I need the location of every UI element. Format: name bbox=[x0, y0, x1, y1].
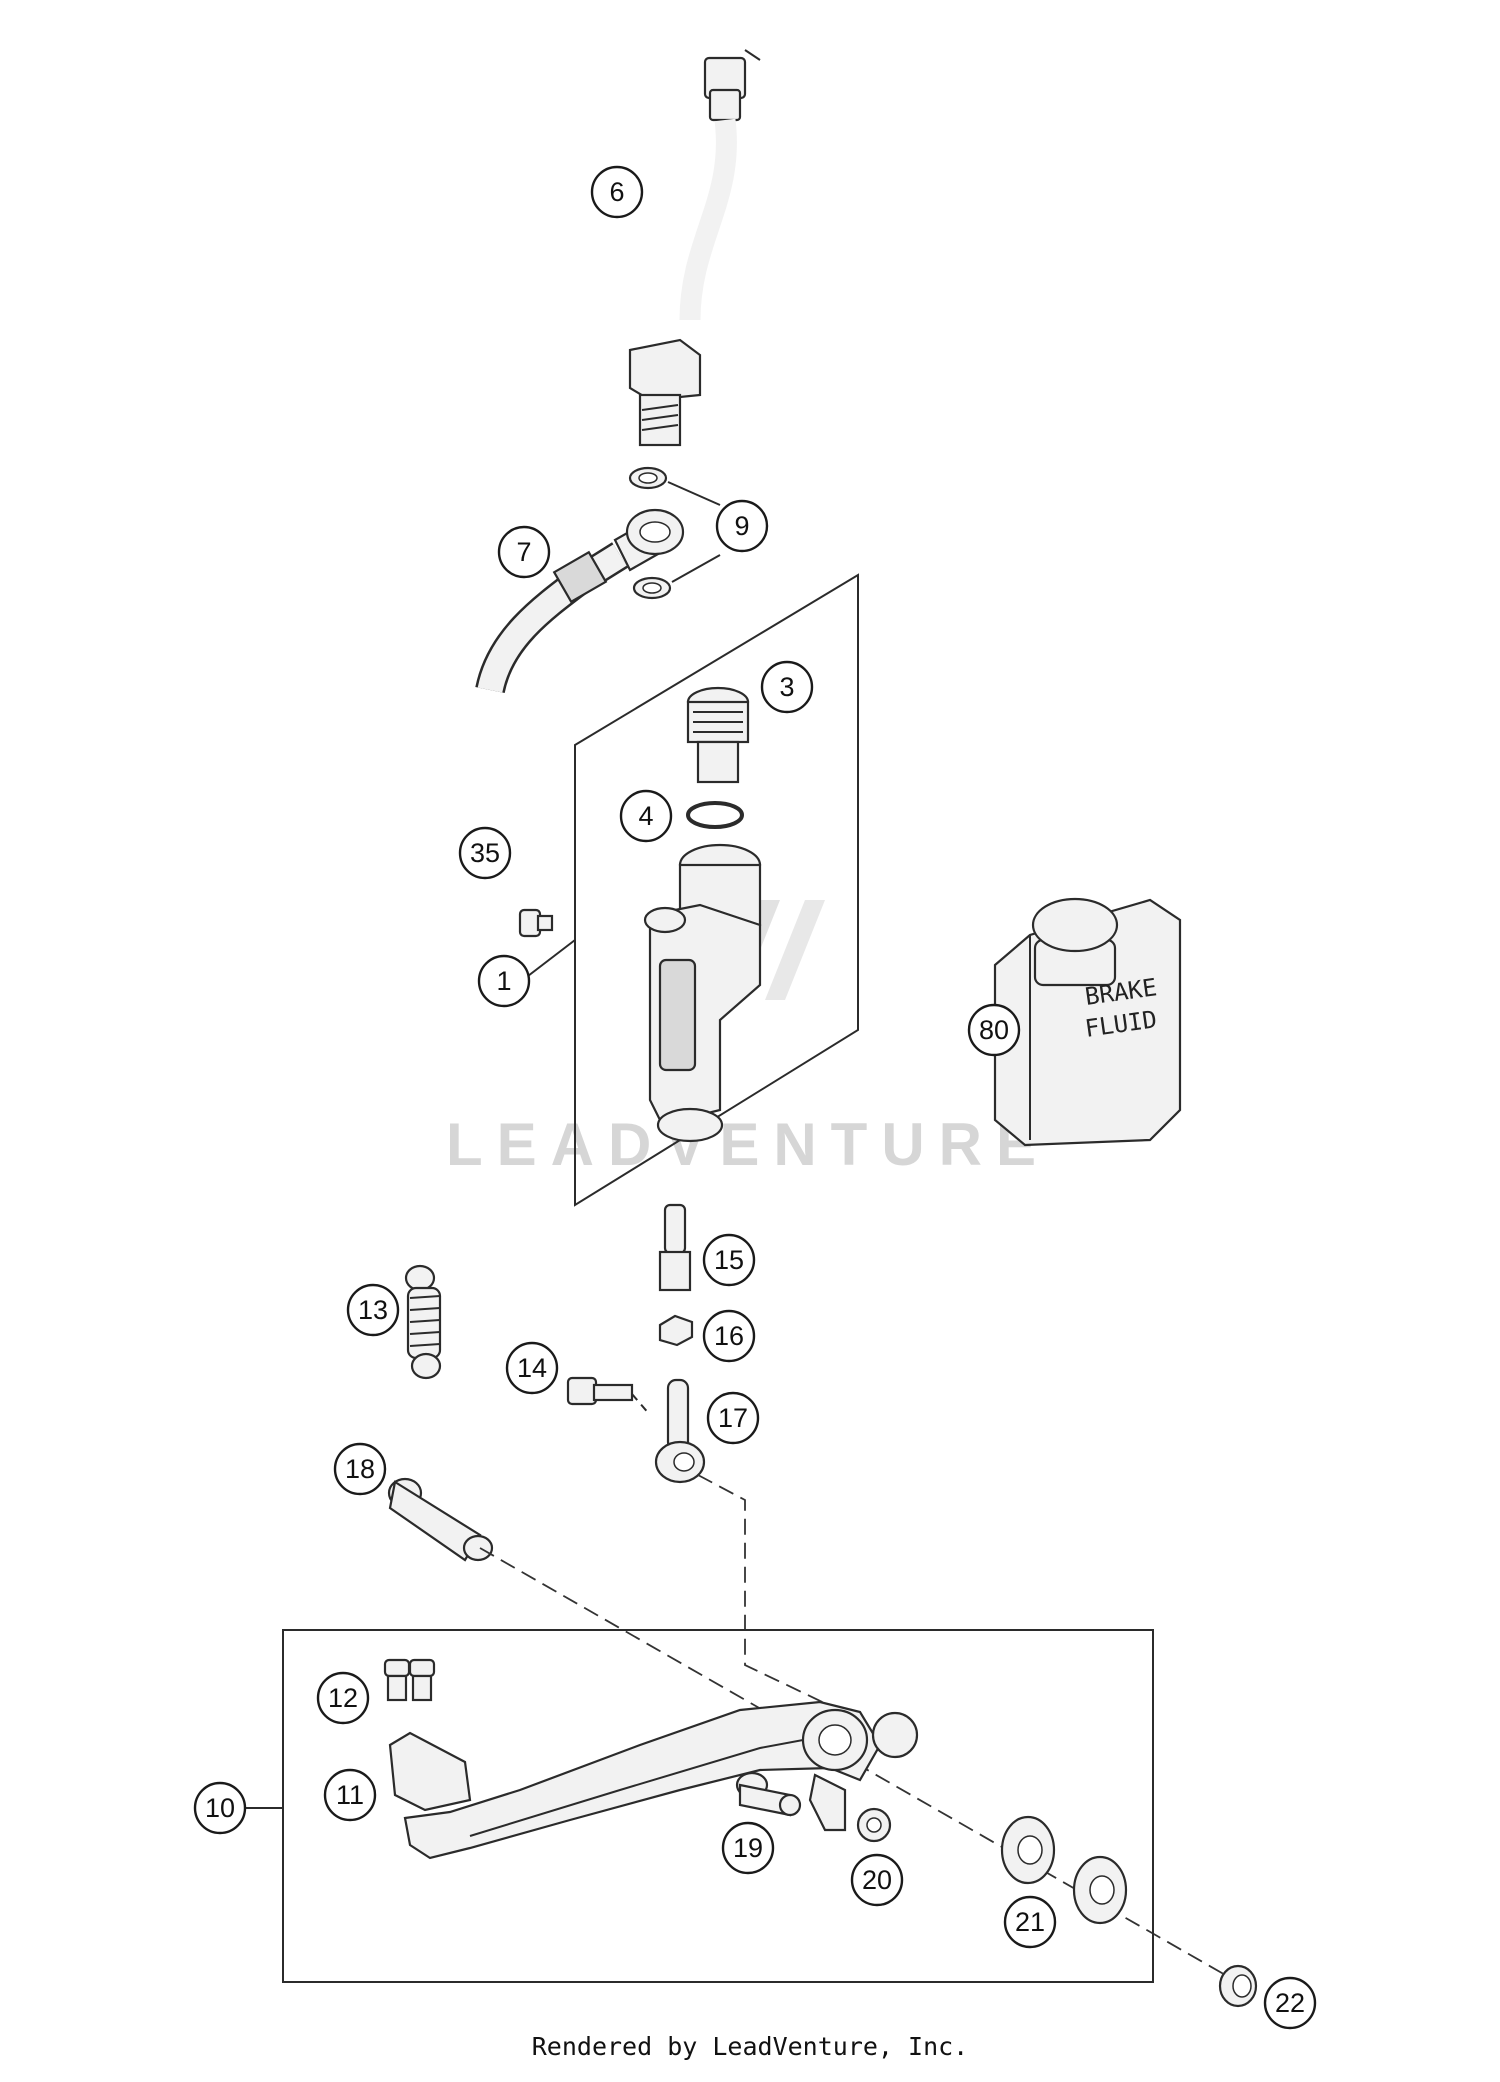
callout-22-label: 22 bbox=[1275, 1988, 1305, 2018]
callout-21: 21 bbox=[1003, 1895, 1057, 1949]
callout-20-label: 20 bbox=[862, 1865, 892, 1895]
callout-4-label: 4 bbox=[638, 801, 653, 831]
callout-14-label: 14 bbox=[517, 1353, 547, 1383]
callout-15: 15 bbox=[702, 1233, 756, 1287]
callout-21-label: 21 bbox=[1015, 1907, 1045, 1937]
part-15-bleeder-screw bbox=[658, 1203, 692, 1292]
part-13-spring bbox=[404, 1264, 442, 1380]
callout-10-label: 10 bbox=[205, 1793, 235, 1823]
part-4-o-ring bbox=[686, 801, 744, 829]
callout-13: 13 bbox=[346, 1283, 400, 1337]
callout-12-label: 12 bbox=[328, 1683, 358, 1713]
part-14-bolt bbox=[566, 1376, 651, 1416]
callout-9: 9 bbox=[715, 499, 769, 553]
callout-1-label: 1 bbox=[496, 966, 511, 996]
callout-9-label: 9 bbox=[734, 511, 749, 541]
callout-6-label: 6 bbox=[609, 177, 624, 207]
callout-19: 19 bbox=[721, 1821, 775, 1875]
part-80-brake-fluid-bottle: BRAKE FLUID bbox=[993, 897, 1182, 1147]
callout-35-label: 35 bbox=[470, 838, 500, 868]
part-17-fork bbox=[654, 1378, 706, 1484]
callout-11: 11 bbox=[323, 1768, 377, 1822]
callout-18: 18 bbox=[333, 1442, 387, 1496]
callout-13-label: 13 bbox=[358, 1295, 388, 1325]
callout-35: 35 bbox=[458, 826, 512, 880]
callout-20: 20 bbox=[850, 1853, 904, 1907]
callout-7-label: 7 bbox=[516, 537, 531, 567]
part-3-reservoir-cap bbox=[686, 686, 750, 784]
callout-19-label: 19 bbox=[733, 1833, 763, 1863]
part-20-nut bbox=[856, 1807, 892, 1843]
part-6-brake-light-switch bbox=[628, 49, 761, 447]
callout-1: 1 bbox=[477, 954, 531, 1008]
brake-lever-assembly-frame bbox=[282, 1629, 1154, 1983]
callout-6: 6 bbox=[590, 165, 644, 219]
callout-3: 3 bbox=[760, 660, 814, 714]
part-35-screw bbox=[518, 908, 554, 938]
callout-17-label: 17 bbox=[718, 1403, 748, 1433]
callout-15-label: 15 bbox=[714, 1245, 744, 1275]
callout-17: 17 bbox=[706, 1391, 760, 1445]
callout-11-label: 11 bbox=[336, 1780, 364, 1810]
part-10-brake-pedal bbox=[403, 1700, 919, 1860]
callout-80: 80 bbox=[967, 1003, 1021, 1057]
callout-16: 16 bbox=[702, 1309, 756, 1363]
part-19-pin bbox=[735, 1771, 802, 1817]
callout-12: 12 bbox=[316, 1671, 370, 1725]
part-21-bearings bbox=[1000, 1815, 1128, 1925]
part-18-pivot-bolt bbox=[387, 1477, 494, 1562]
watermark: LEADVENTURE bbox=[446, 900, 1050, 1178]
callout-4: 4 bbox=[619, 789, 673, 843]
callout-10: 10 bbox=[193, 1781, 247, 1835]
part-22-bushing bbox=[1218, 1964, 1258, 2008]
callout-3-label: 3 bbox=[779, 672, 794, 702]
watermark-text: LEADVENTURE bbox=[446, 1111, 1050, 1178]
footer-credit: Rendered by LeadVenture, Inc. bbox=[531, 2032, 969, 2061]
master-cylinder-panel bbox=[574, 573, 859, 1207]
callout-16-label: 16 bbox=[714, 1321, 744, 1351]
part-1-master-cylinder bbox=[643, 843, 762, 1143]
assembly-line-pushrod bbox=[697, 1474, 861, 1721]
part-9-washers bbox=[628, 466, 721, 600]
callout-80-label: 80 bbox=[979, 1015, 1009, 1045]
callout-18-label: 18 bbox=[345, 1454, 375, 1484]
leader-lines bbox=[527, 939, 576, 977]
part-16-nut bbox=[658, 1314, 694, 1347]
part-11-step-plate bbox=[388, 1731, 472, 1812]
assembly-line-pivot bbox=[479, 1547, 1256, 1993]
callout-7: 7 bbox=[497, 525, 551, 579]
callout-14: 14 bbox=[505, 1341, 559, 1395]
callout-22: 22 bbox=[1263, 1976, 1317, 2030]
part-7-brake-hose bbox=[475, 508, 685, 694]
part-12-screws bbox=[383, 1658, 436, 1702]
